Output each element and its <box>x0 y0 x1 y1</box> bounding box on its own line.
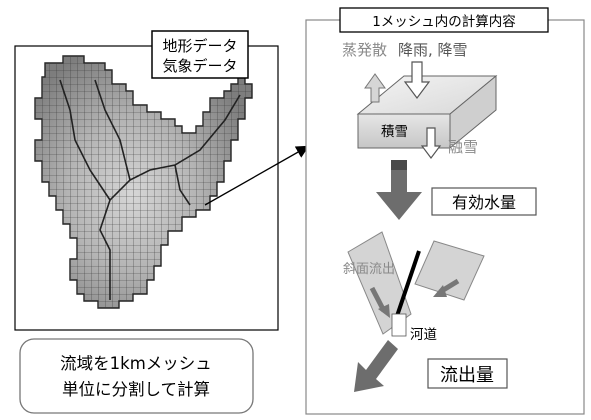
precipitation-label: 降雨, 降雪 <box>398 41 468 59</box>
terrain-data-label: 地形データ <box>162 37 237 55</box>
left-runoff-arrow-icon <box>369 286 390 318</box>
effective-water-arrow-icon <box>376 160 422 220</box>
zoom-arrow <box>204 145 310 206</box>
discharge-label: 流出量 <box>440 365 494 386</box>
watershed-mesh-map <box>34 55 253 309</box>
caption-box <box>19 338 254 414</box>
slope-runoff-label: 斜面流出 <box>343 262 395 277</box>
snowmelt-arrow-icon <box>420 127 442 159</box>
snowmelt-label: 融雪 <box>448 138 478 156</box>
right-runoff-arrow-icon <box>433 278 460 297</box>
left-slope-plane <box>347 231 412 335</box>
effective-water-box <box>431 187 537 216</box>
input-data-box <box>151 30 249 79</box>
right-slope-plane <box>414 240 485 301</box>
weather-data-label: 気象データ <box>162 57 237 75</box>
river-channel <box>395 250 421 317</box>
discharge-arrow-icon <box>354 340 398 392</box>
effective-water-label: 有効水量 <box>452 193 516 212</box>
channel-outlet <box>391 313 407 337</box>
channel-label: 河道 <box>410 327 437 343</box>
evaporation-arrow-icon <box>364 73 386 103</box>
caption-line-1: 流域を1kmメッシュ <box>60 354 212 373</box>
mesh-calc-title-box <box>339 7 549 33</box>
evapotranspiration-label: 蒸発散 <box>342 41 387 59</box>
mesh-calc-title: 1メッシュ内の計算内容 <box>372 13 516 30</box>
precipitation-arrow-icon <box>403 61 431 99</box>
caption-line-2: 単位に分割して計算 <box>62 380 210 399</box>
snow-accumulation-label: 積雪 <box>381 124 408 140</box>
discharge-box <box>427 358 508 389</box>
